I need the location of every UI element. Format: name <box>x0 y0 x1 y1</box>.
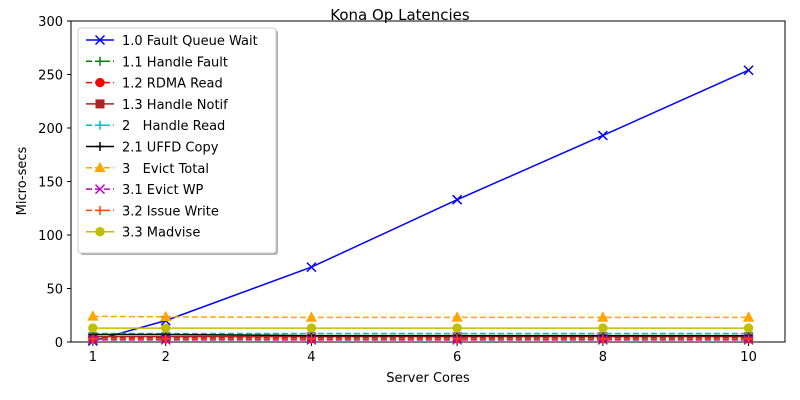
y-axis-title: Micro-secs <box>15 146 30 215</box>
legend-entry-3-evict-total: 3 Evict Total <box>86 161 209 177</box>
legend-marker <box>94 184 106 195</box>
series-3-2-issue-write-point <box>88 334 98 344</box>
series-3-3-madvise-point <box>743 323 754 333</box>
series-3-evict-total-line <box>92 315 749 319</box>
legend-entry-3-2-issue-write: 3.2 Issue Write <box>86 204 219 219</box>
legend: 1.0 Fault Queue Wait 1.1 Handle Fault 1.2 … <box>77 27 278 255</box>
y-tick-label: 100 <box>38 229 63 244</box>
y-tick-label: 0 <box>55 336 63 351</box>
y-tick-label: 250 <box>38 69 63 84</box>
legend-label: 3 Evict Total <box>122 162 209 177</box>
series-1-0-fault-queue-wait-point <box>743 65 754 76</box>
series-3-2-issue-write <box>88 334 754 344</box>
series-3-2-issue-write-point <box>744 334 754 344</box>
legend-marker <box>95 77 105 88</box>
series-3-evict-total-point <box>742 311 755 322</box>
legend-box <box>77 27 277 254</box>
series-3-3-madvise-point <box>306 323 317 333</box>
x-axis-title: Server Cores <box>386 371 470 386</box>
plot-area <box>87 65 755 346</box>
series-3-3-madvise-point <box>88 323 98 333</box>
series-2-1-uffd-copy-line <box>92 333 749 337</box>
series-3-evict-total-point <box>597 311 609 322</box>
series-3-evict-total-point <box>87 310 99 321</box>
legend-marker <box>95 227 105 237</box>
series-1-0-fault-queue-wait-point <box>452 194 463 205</box>
series-3-evict-total-point <box>160 310 172 322</box>
series-3-3-madvise-point <box>598 323 608 333</box>
chart-title: Kona Op Latencies <box>330 6 470 24</box>
x-tick-label: 6 <box>453 350 461 365</box>
legend-label: 3.2 Issue Write <box>122 204 219 219</box>
series-3-2-issue-write-point <box>161 334 171 344</box>
series-3-2-issue-write-point <box>452 334 462 344</box>
legend-label: 2 Handle Read <box>122 119 225 134</box>
legend-label: 1.1 Handle Fault <box>122 55 228 70</box>
y-tick-label: 300 <box>38 15 63 30</box>
legend-entry-1-2-rdma-read: 1.2 RDMA Read <box>86 77 223 92</box>
y-tick-label: 150 <box>38 176 63 191</box>
legend-label: 3.3 Madvise <box>122 226 200 241</box>
series-1-0-fault-queue-wait <box>87 65 754 346</box>
x-tick-label: 4 <box>307 350 315 365</box>
series-3-evict-total <box>87 310 755 322</box>
legend-entry-3-1-evict-wp: 3.1 Evict WP <box>86 183 204 198</box>
y-tick-label: 200 <box>38 122 63 137</box>
legend-entry-1-3-handle-notif: 1.3 Handle Notif <box>86 98 228 113</box>
legend-entry-1-0-fault-queue-wait: 1.0 Fault Queue Wait <box>86 34 258 49</box>
y-tick-label: 50 <box>46 283 63 298</box>
series-1-0-fault-queue-wait-point <box>597 130 608 141</box>
legend-marker <box>95 120 105 130</box>
legend-label: 2.1 UFFD Copy <box>122 141 219 156</box>
series-3-3-madvise <box>88 323 754 333</box>
legend-entry-2-1-uffd-copy: 2.1 UFFD Copy <box>86 141 219 156</box>
x-tick-label: 2 <box>162 350 170 365</box>
x-tick-label: 1 <box>89 350 97 365</box>
x-tick-label: 10 <box>740 350 757 365</box>
legend-marker <box>95 99 105 109</box>
legend-marker <box>95 205 105 215</box>
series-3-2-issue-write-point <box>598 334 608 344</box>
series-3-3-madvise-point <box>452 323 462 333</box>
x-tick-label: 8 <box>599 350 607 365</box>
legend-label: 1.2 RDMA Read <box>122 77 223 92</box>
legend-entry-2-handle-read: 2 Handle Read <box>86 119 225 134</box>
series-1-0-fault-queue-wait-point <box>306 262 317 273</box>
legend-entry-3-3-madvise: 3.3 Madvise <box>86 226 200 241</box>
series-3-2-issue-write-point <box>306 334 316 344</box>
series-3-evict-total-point <box>305 311 318 322</box>
legend-label: 1.3 Handle Notif <box>122 98 228 113</box>
legend-marker <box>95 142 105 151</box>
legend-marker <box>95 56 105 66</box>
series-3-3-madvise-point <box>161 323 171 333</box>
legend-marker <box>94 34 106 46</box>
series-3-evict-total-point <box>451 311 463 322</box>
legend-label: 3.1 Evict WP <box>122 183 204 198</box>
legend-label: 1.0 Fault Queue Wait <box>122 34 258 49</box>
legend-marker <box>94 161 106 173</box>
series-1-0-fault-queue-wait-line <box>92 69 749 342</box>
legend-entry-1-1-handle-fault: 1.1 Handle Fault <box>86 55 228 70</box>
